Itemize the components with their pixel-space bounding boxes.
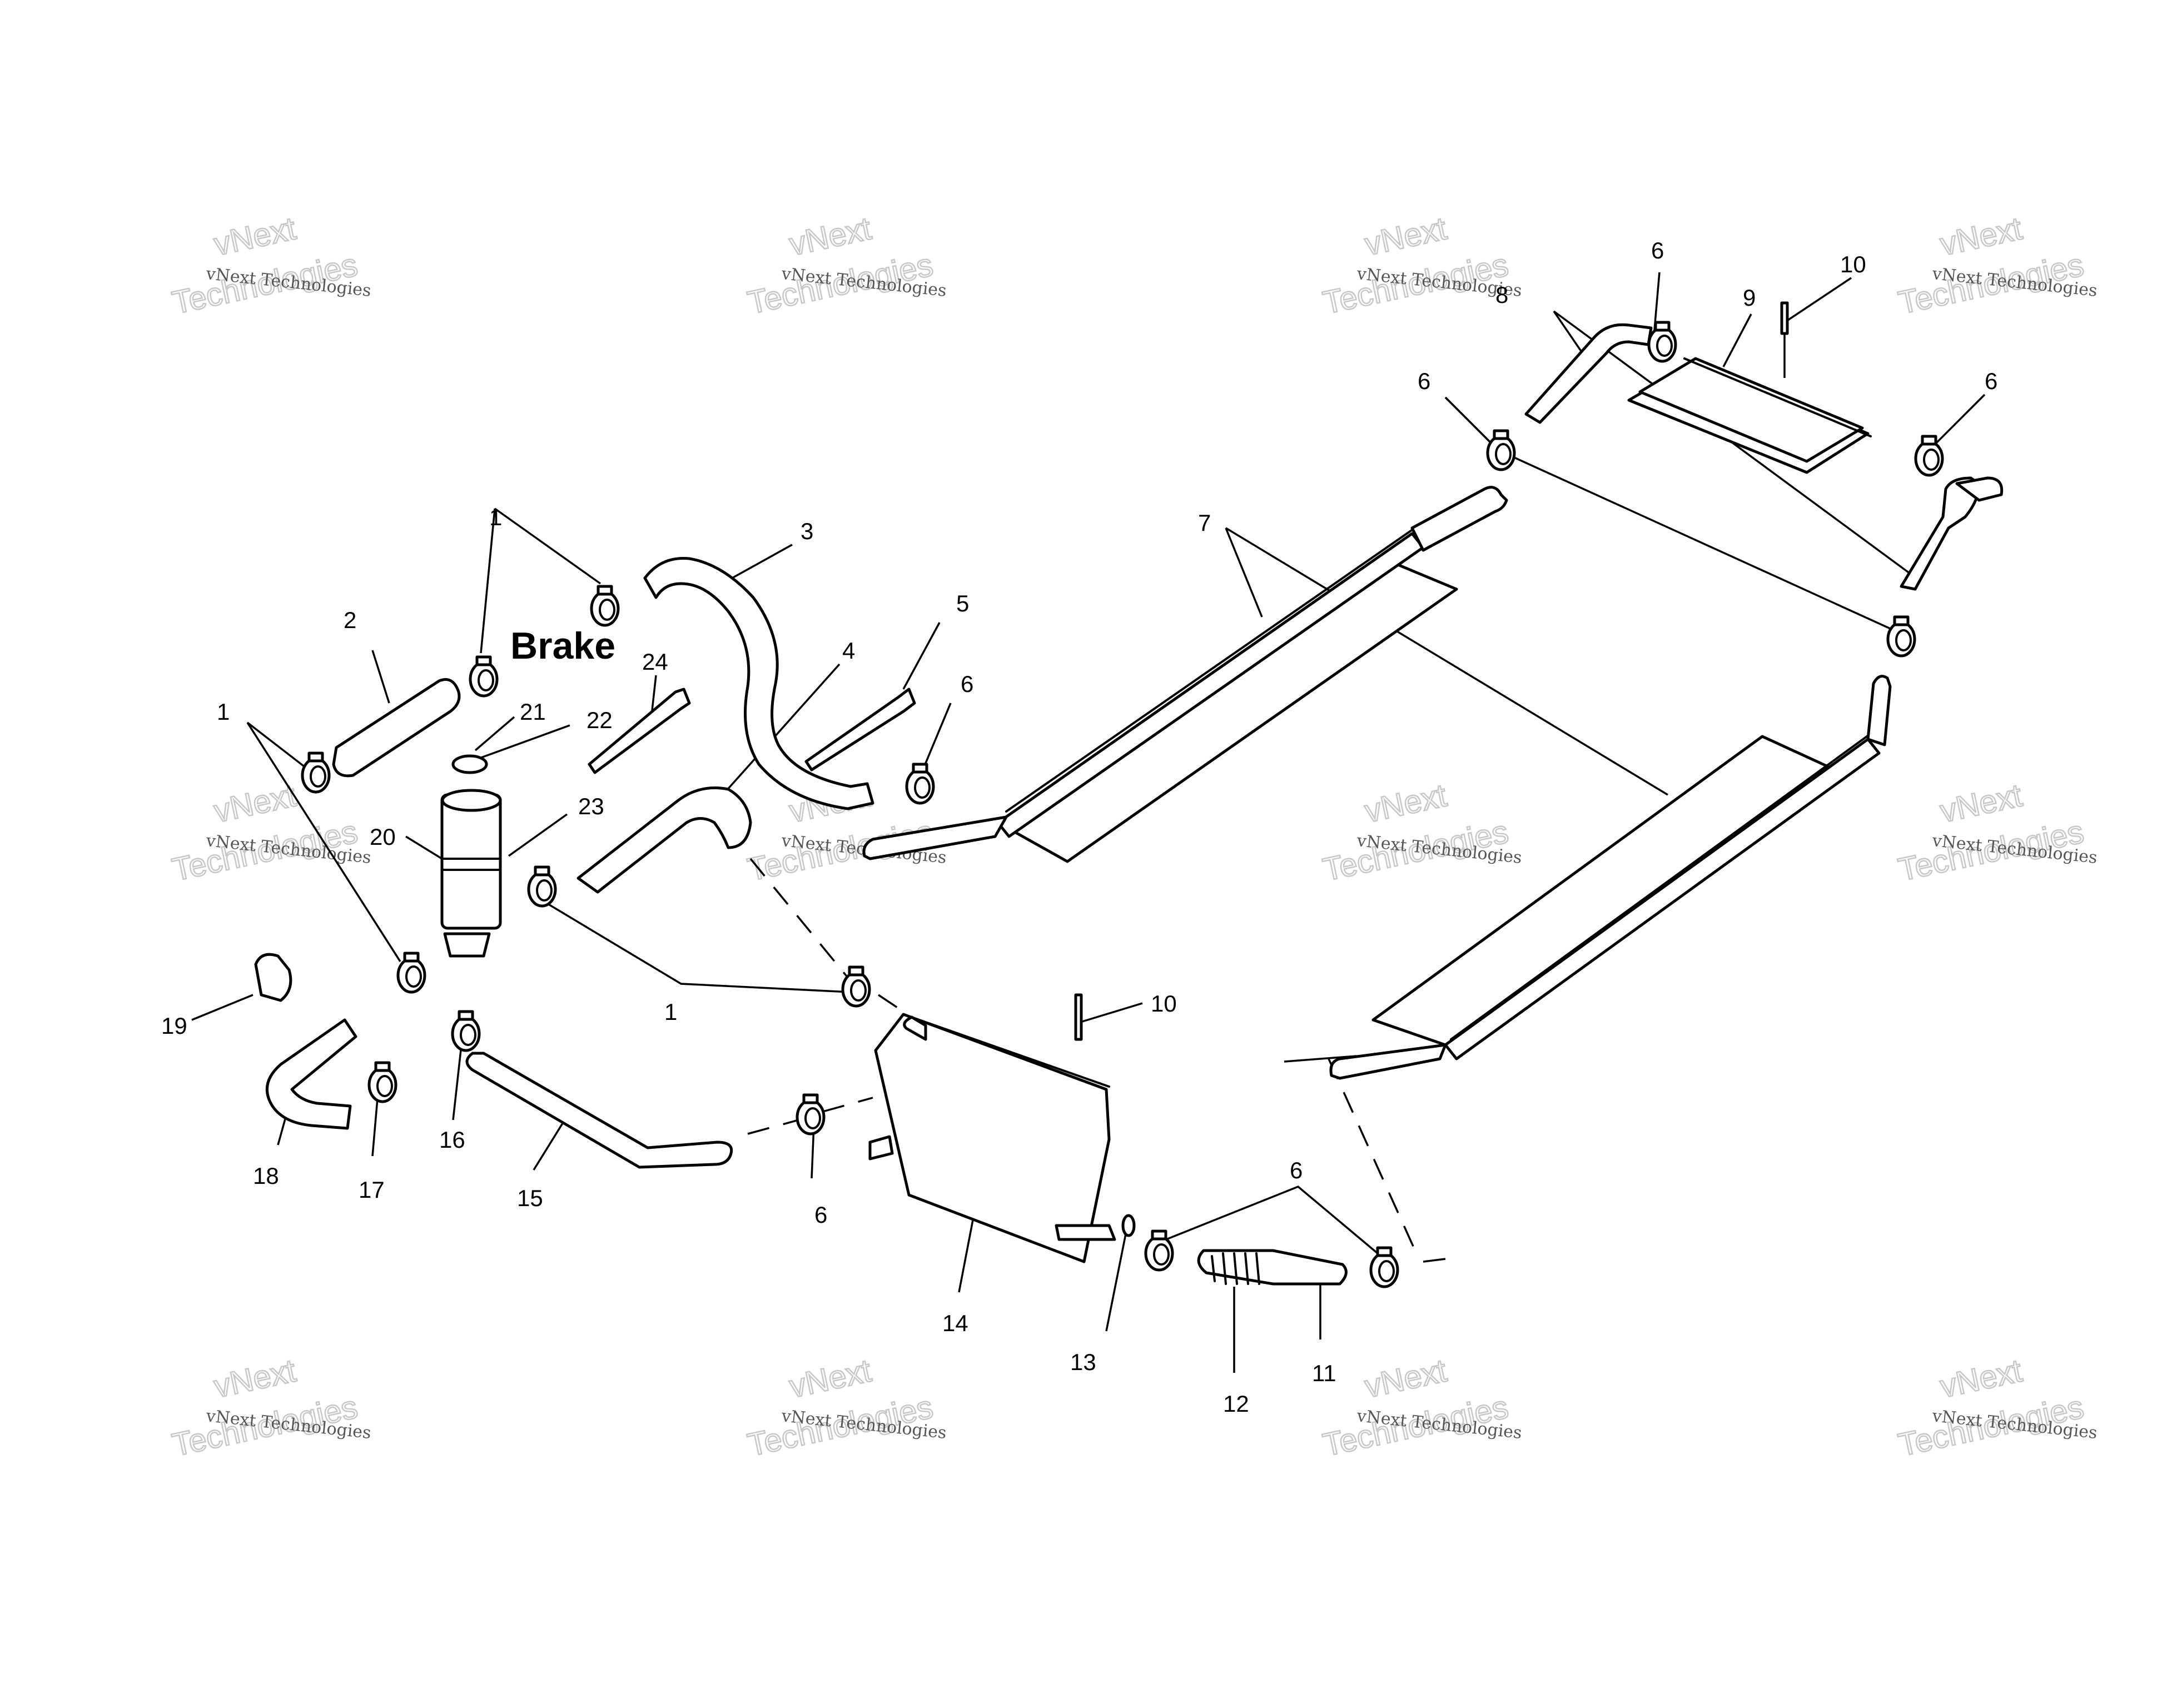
- watermark-big-top: vNext: [211, 210, 299, 262]
- leader-lines: [191, 272, 1986, 1373]
- callout-1: 1: [664, 999, 677, 1025]
- watermark-big-top: vNext: [211, 777, 299, 829]
- callout-6: 6: [1985, 368, 1997, 394]
- hose-15: [465, 1052, 733, 1169]
- hose-clamp: [301, 751, 331, 794]
- callout-9: 9: [1743, 285, 1756, 311]
- cap-21: [451, 754, 488, 774]
- callout-23: 23: [578, 793, 604, 819]
- strap-5: [804, 688, 916, 771]
- callout-10: 10: [1840, 251, 1866, 277]
- callout-2: 2: [344, 607, 356, 633]
- clip-19: [254, 953, 292, 1002]
- cooler-core: [1627, 357, 1872, 474]
- callout-1: 1: [489, 504, 502, 530]
- heat-exchanger-lower: [1329, 675, 1892, 1080]
- brake-reservoir: [440, 789, 502, 958]
- callout-11: 11: [1312, 1360, 1336, 1386]
- callout-18: 18: [253, 1163, 279, 1189]
- callout-7: 7: [1198, 510, 1211, 536]
- callout-4: 4: [842, 638, 855, 664]
- tunnel-shield: [868, 1013, 1116, 1263]
- hose-3: [643, 556, 874, 810]
- callout-5: 5: [956, 590, 969, 616]
- hose-clamp: [367, 1061, 397, 1103]
- callout-6: 6: [1418, 368, 1430, 394]
- hose-clamp: [905, 763, 935, 805]
- watermark-big-top: vNext: [1361, 210, 1450, 262]
- heat-exchanger-upper: [862, 486, 1508, 863]
- parts: [254, 301, 2004, 1288]
- hose-clamp: [590, 585, 620, 627]
- strap-24: [588, 688, 691, 774]
- hose-clamp: [396, 952, 426, 994]
- callout-20: 20: [370, 824, 396, 850]
- callout-16: 16: [439, 1127, 465, 1153]
- ring-13: [1121, 1214, 1136, 1237]
- tube-2: [332, 678, 461, 778]
- hose-clamp: [1647, 321, 1677, 363]
- watermark-big-top: vNext: [211, 1352, 299, 1405]
- callouts: 1 1 1 2 3 4 5 6 6 6 6 6 6 7 8 9 10 10 11…: [161, 237, 1997, 1417]
- hose-clamp: [469, 655, 499, 698]
- hose-clamp: [527, 865, 557, 908]
- hose-clamp: [841, 965, 871, 1008]
- callout-19: 19: [161, 1013, 187, 1039]
- watermark-big-top: vNext: [1361, 777, 1450, 829]
- hose-clamp: [1886, 615, 1916, 658]
- callout-15: 15: [517, 1185, 543, 1211]
- callout-24: 24: [642, 649, 668, 675]
- callout-6: 6: [1290, 1157, 1303, 1183]
- callout-13: 13: [1070, 1349, 1096, 1375]
- callout-6: 6: [1651, 237, 1664, 263]
- section-label: Brake: [510, 625, 615, 667]
- bellows-hose: [1197, 1249, 1348, 1286]
- hose-clamp: [451, 1010, 481, 1052]
- watermark-big-top: vNext: [1361, 1352, 1450, 1405]
- callout-22: 22: [587, 707, 613, 733]
- callout-6: 6: [814, 1202, 827, 1228]
- callout-10: 10: [1151, 990, 1177, 1017]
- hose-clamp: [796, 1093, 826, 1136]
- hose-clamp: [1914, 435, 1944, 477]
- watermark-big-top: vNext: [1937, 210, 2025, 262]
- callout-3: 3: [801, 518, 813, 544]
- callout-21: 21: [520, 699, 546, 725]
- callout-6: 6: [961, 671, 973, 697]
- watermark-big-top: vNext: [786, 210, 874, 262]
- watermark-big-top: vNext: [786, 1352, 874, 1405]
- watermark-big-top: vNext: [1937, 777, 2025, 829]
- bolt-10-lower: [1074, 993, 1083, 1041]
- callout-1: 1: [217, 699, 230, 725]
- callout-17: 17: [359, 1177, 385, 1203]
- hose-clamp: [1369, 1246, 1399, 1288]
- callout-14: 14: [942, 1310, 968, 1336]
- cooler-hoses: [1524, 323, 2004, 591]
- watermark-big-top: vNext: [1937, 1352, 2025, 1405]
- hose-18: [265, 1018, 357, 1130]
- hose-4: [576, 786, 752, 894]
- hose-clamps: [301, 321, 1944, 1288]
- callout-8: 8: [1495, 282, 1508, 308]
- bolt-10-upper: [1780, 301, 1789, 335]
- hose-clamp: [1144, 1229, 1174, 1272]
- hose-clamp: [1486, 429, 1516, 471]
- callout-12: 12: [1223, 1391, 1249, 1417]
